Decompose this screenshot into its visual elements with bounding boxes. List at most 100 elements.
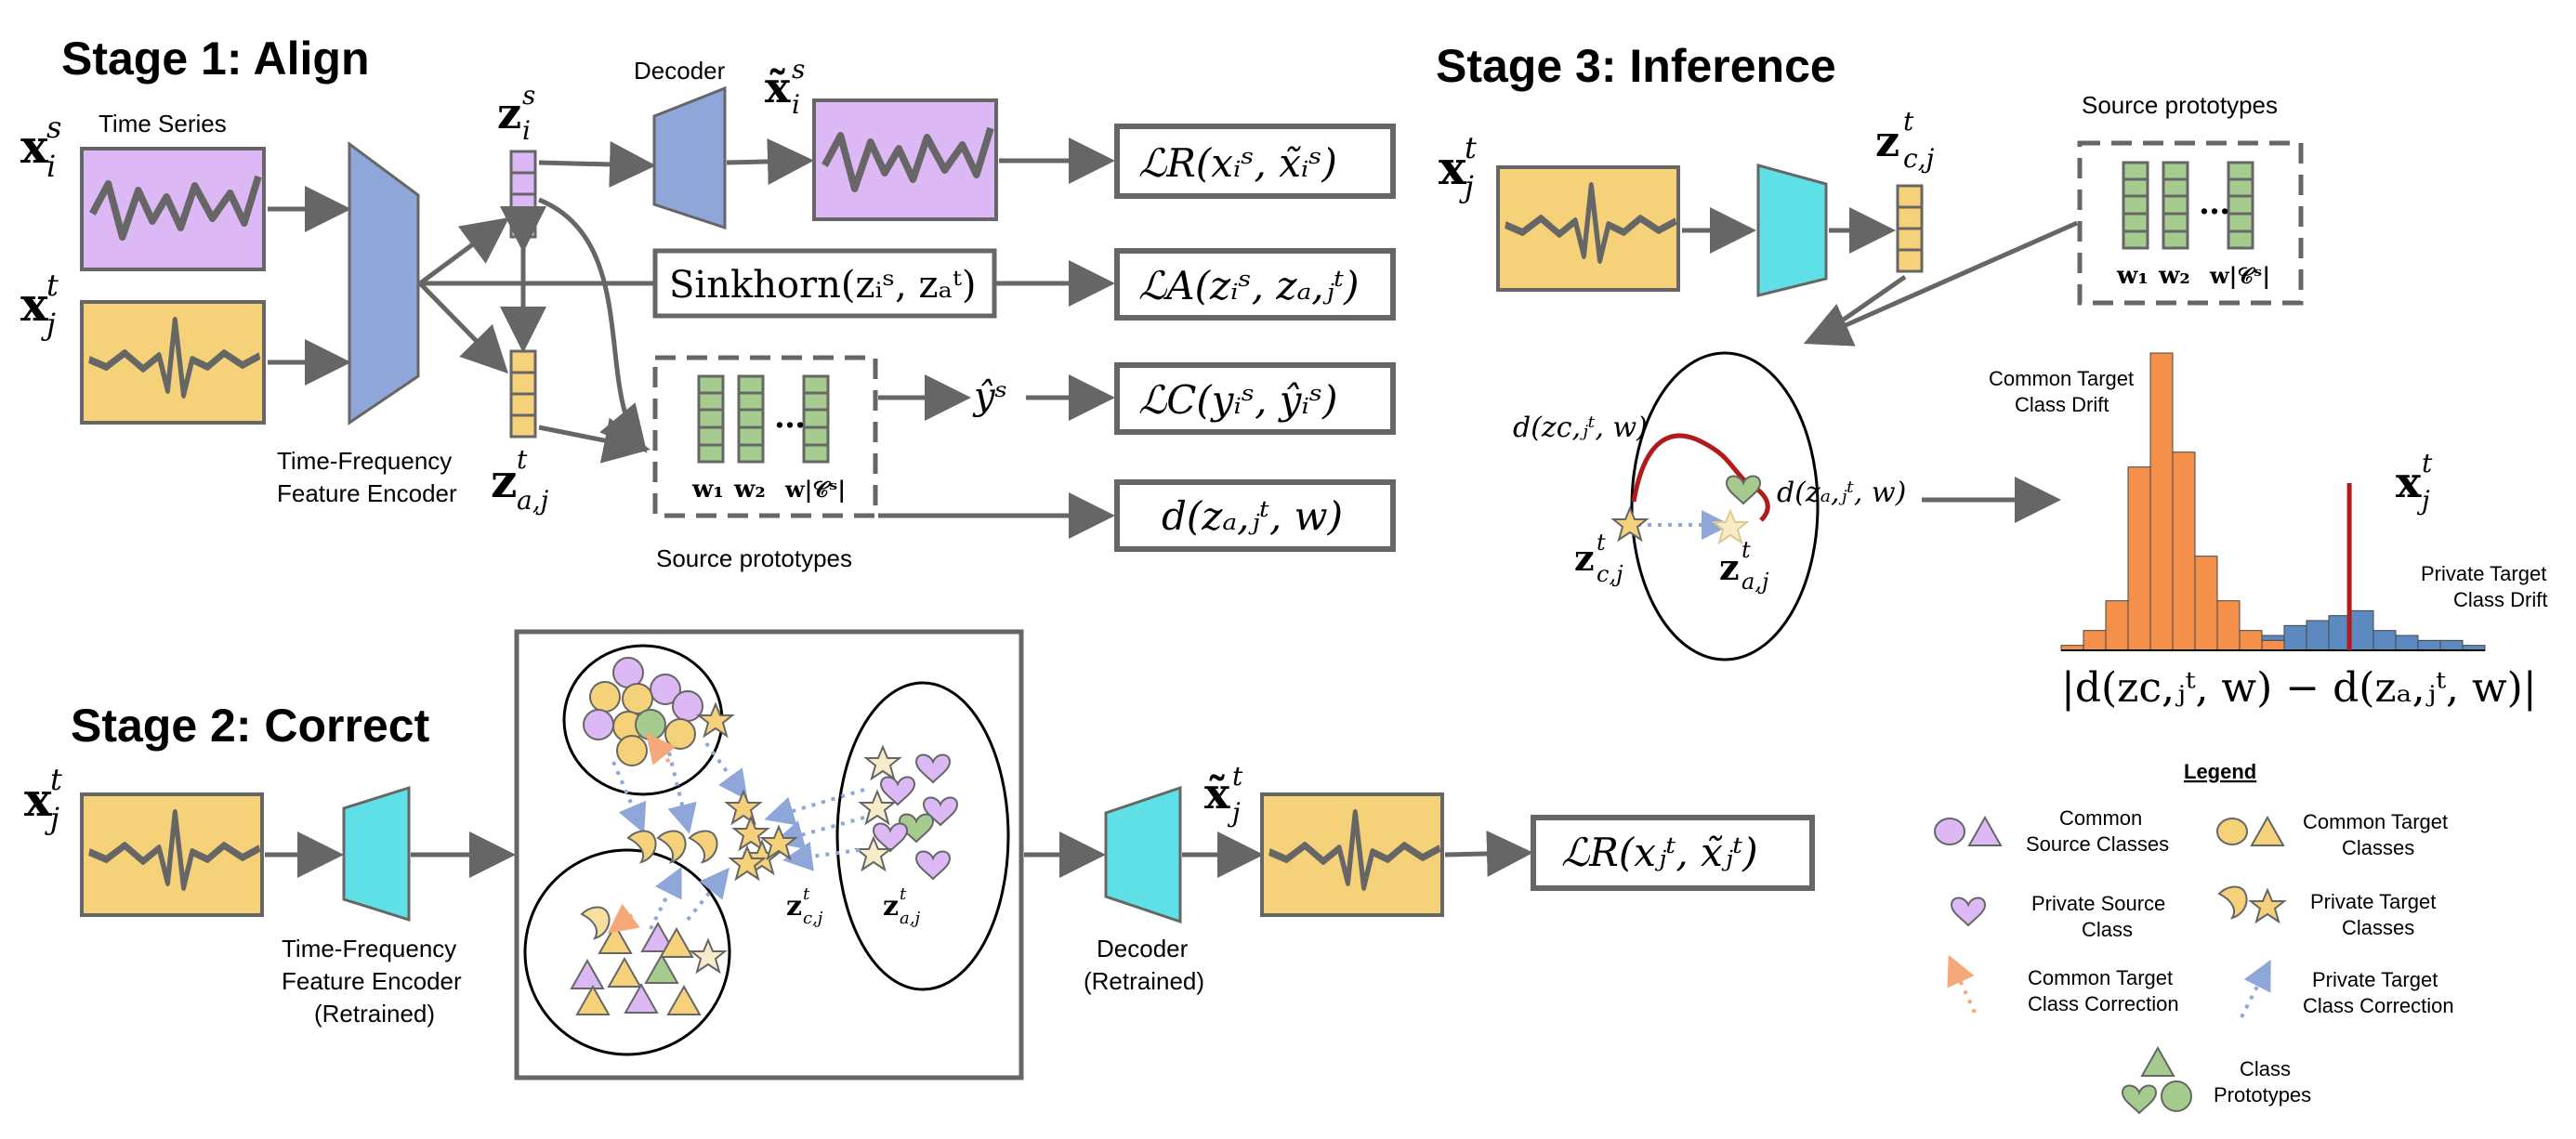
za-label-stage2: z t a,j (883, 884, 920, 928)
histogram-bar-private (2439, 639, 2464, 651)
latent-space-panel: z t c,j z t a,j (514, 629, 1024, 1080)
svg-text:w|𝒞ˢ|: w|𝒞ˢ| (2209, 262, 2270, 289)
source-time-series (80, 147, 266, 271)
svg-text:Class: Class (2240, 1057, 2291, 1080)
svg-text:Class: Class (2082, 918, 2133, 941)
svg-text:t: t (1903, 106, 1914, 137)
legend-common-source: Common Source Classes (1934, 806, 2169, 856)
stage2-decoder-label-1: Decoder (1097, 935, 1189, 962)
svg-text:t: t (1232, 761, 1243, 792)
svg-text:x: x (20, 119, 49, 174)
svg-text:t: t (46, 268, 59, 303)
svg-text:z: z (497, 88, 521, 138)
stage3-encoder (1756, 164, 1828, 297)
stage3-distance-ellipse (1612, 351, 1820, 661)
source-prototypes-label: Source prototypes (656, 544, 852, 572)
histogram-bar-private (2395, 635, 2419, 651)
svg-text:Class Correction: Class Correction (2028, 992, 2179, 1015)
svg-text:x: x (2396, 457, 2422, 507)
loss-classification-box (1114, 362, 1396, 435)
svg-text:c,j: c,j (803, 909, 823, 928)
svg-text:s: s (522, 80, 535, 111)
svg-text:Common Target: Common Target (2303, 810, 2448, 833)
latent-vector-target (509, 349, 537, 439)
svg-text:a,j: a,j (900, 909, 920, 928)
stage3-zc-label: z t c,j (1875, 106, 1935, 174)
svg-text:t: t (2422, 448, 2433, 478)
svg-text:t: t (900, 884, 907, 904)
stage1-title: Stage 1: Align (61, 33, 370, 85)
histogram-bar-common (2194, 556, 2218, 651)
histogram-bar-common (2083, 630, 2107, 651)
target-time-series (80, 300, 266, 425)
histogram-bar-common (2127, 466, 2151, 651)
stage2-loss-box (1531, 815, 1815, 891)
histogram-bar-private (2283, 624, 2307, 651)
svg-text:a,j: a,j (517, 485, 549, 516)
histogram-bar-common (2261, 639, 2285, 651)
svg-text:Private Source: Private Source (2031, 892, 2165, 915)
stage3-zc-point-label: z t c,j (1574, 530, 1623, 587)
svg-text:Common Target: Common Target (2028, 966, 2173, 989)
y-hat-label: ŷˢ (972, 375, 1007, 418)
loss-reconstruction: ℒR(xᵢˢ, x̃ᵢˢ) (1138, 140, 1337, 186)
svg-text:x̃: x̃ (765, 62, 791, 112)
sinkhorn-label: Sinkhorn(zᵢˢ, zₐᵗ) (669, 264, 977, 307)
time-series-label: Time Series (99, 110, 227, 137)
encoder-label-2: Feature Encoder (277, 479, 457, 507)
z-source-label: z s i (497, 80, 535, 146)
decoder-trapezoid (652, 85, 727, 230)
svg-text:t: t (803, 884, 810, 904)
svg-text:c,j: c,j (1903, 143, 1935, 174)
svg-text:Source Classes: Source Classes (2026, 832, 2169, 856)
svg-text:z: z (883, 890, 899, 923)
svg-text:t: t (517, 444, 528, 475)
svg-text:c,j: c,j (1597, 561, 1623, 587)
svg-text:Common: Common (2059, 806, 2142, 830)
svg-text:s: s (792, 54, 805, 85)
private-drift-label-2: Class Drift (2453, 588, 2547, 611)
d-private-label: d(zₐ,ⱼᵗ, w) (1777, 477, 1906, 509)
svg-text:w|𝒞ˢ|: w|𝒞ˢ| (784, 476, 846, 503)
stage2-encoder-label-3: (Retrained) (314, 1000, 435, 1028)
histogram-bar-common (2216, 600, 2241, 651)
source-prototypes-box: … w₁ w₂ w|𝒞ˢ| (652, 355, 878, 518)
zc-label-stage2: z t c,j (786, 884, 823, 928)
svg-text:w₁: w₁ (691, 476, 724, 504)
histogram-bar-private (2350, 609, 2374, 651)
stage3-title: Stage 3: Inference (1436, 40, 1836, 92)
svg-text:w₂: w₂ (733, 476, 766, 504)
svg-text:z: z (491, 453, 517, 508)
svg-text:Class Correction: Class Correction (2303, 994, 2454, 1017)
histogram-bar-common (2149, 352, 2174, 651)
svg-text:z: z (1719, 546, 1740, 588)
stage3-target-input-label: x t j (1439, 130, 1477, 204)
histogram-xlabel: |d(zc,ⱼᵗ, w) − d(zₐ,ⱼᵗ, w)| (2061, 664, 2537, 712)
svg-text:Prototypes: Prototypes (2214, 1083, 2311, 1106)
svg-text:s: s (46, 110, 61, 145)
encoder-retrained (342, 785, 411, 923)
reconstructed-source-series (812, 98, 998, 221)
loss-alignment-box (1114, 248, 1396, 321)
legend-class-prototypes: Class Prototypes (2122, 1047, 2311, 1114)
svg-text:Classes: Classes (2342, 836, 2414, 859)
svg-text:w₂: w₂ (2158, 262, 2190, 290)
stage3-prototypes-box: … w₁ w₂ w|𝒞ˢ| (2077, 140, 2304, 306)
stage2-target-input-label: x t j (24, 762, 62, 836)
svg-text:i: i (522, 115, 531, 146)
loss-alignment: ℒA(zᵢˢ, zₐ,ⱼᵗ) (1138, 263, 1359, 308)
legend-private-target: Private Target Classes (2218, 885, 2436, 939)
private-drift-label-1: Private Target (2421, 562, 2546, 585)
latent-vector-source (509, 150, 537, 239)
svg-text:a,j: a,j (1741, 569, 1769, 595)
d-common-label: d(zc,ⱼᵗ, w) (1513, 412, 1648, 444)
stage3-za-point-label: z t a,j (1719, 537, 1769, 595)
svg-text:x: x (20, 277, 49, 332)
stage2-loss: ℒR(xⱼᵗ, x̃ⱼᵗ) (1561, 830, 1758, 875)
legend-title: Legend (2184, 760, 2256, 783)
svg-text:x: x (24, 772, 53, 827)
x-marker-label: x t j (2396, 448, 2433, 516)
z-target-label: z t a,j (491, 444, 549, 516)
loss-classification: ℒC(yᵢˢ, ŷᵢˢ) (1138, 377, 1338, 423)
histogram-bar-common (2172, 452, 2196, 651)
